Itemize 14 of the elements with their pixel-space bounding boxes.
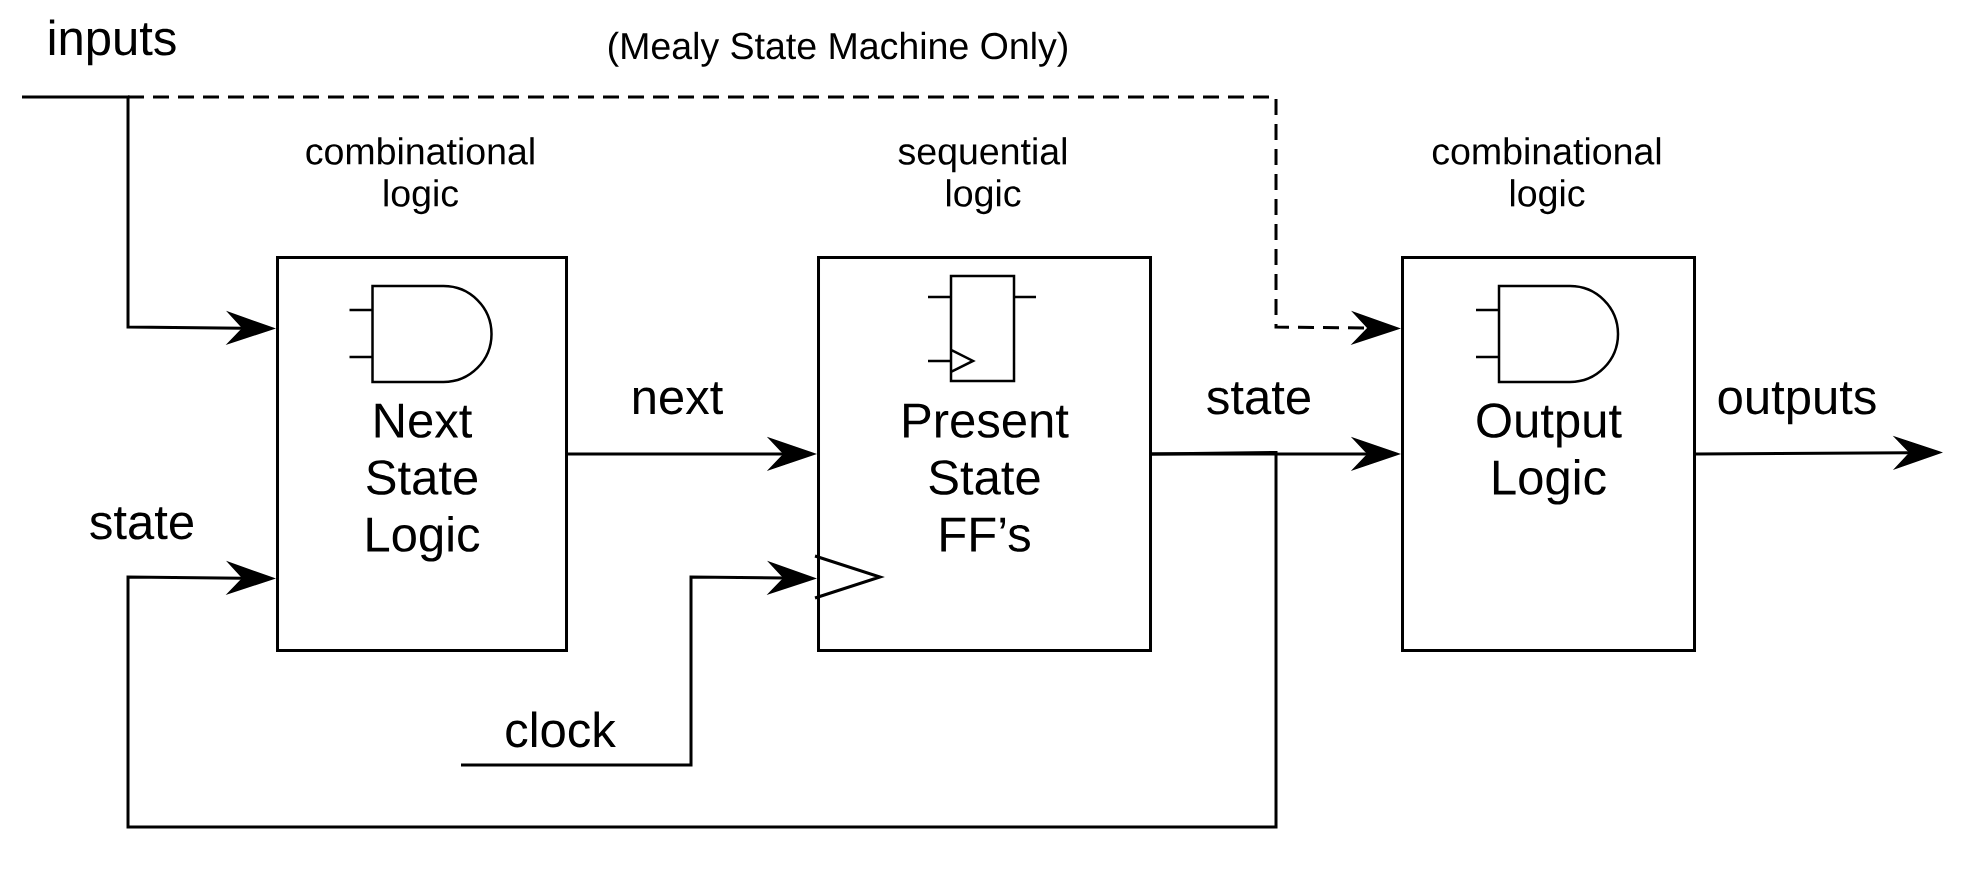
edge-label: next: [633, 382, 723, 415]
edge-label: state: [90, 507, 193, 540]
edge-label: inputs: [49, 19, 176, 66]
block-heading: combinational logic: [306, 137, 534, 215]
edge-label: state: [1207, 382, 1310, 415]
logic-block: Next State Logic: [276, 256, 568, 652]
edge-label: outputs: [1718, 382, 1876, 425]
logic-block: Output Logic: [1401, 256, 1696, 652]
block-heading: combinational logic: [1432, 137, 1661, 215]
arrow: [126, 450, 1278, 829]
edge-label: (Mealy State Machine Only): [609, 31, 1067, 67]
edge-label: clock: [506, 711, 616, 748]
block-heading: sequential logic: [898, 137, 1066, 215]
logic-block: Present State FF’s: [817, 256, 1152, 652]
